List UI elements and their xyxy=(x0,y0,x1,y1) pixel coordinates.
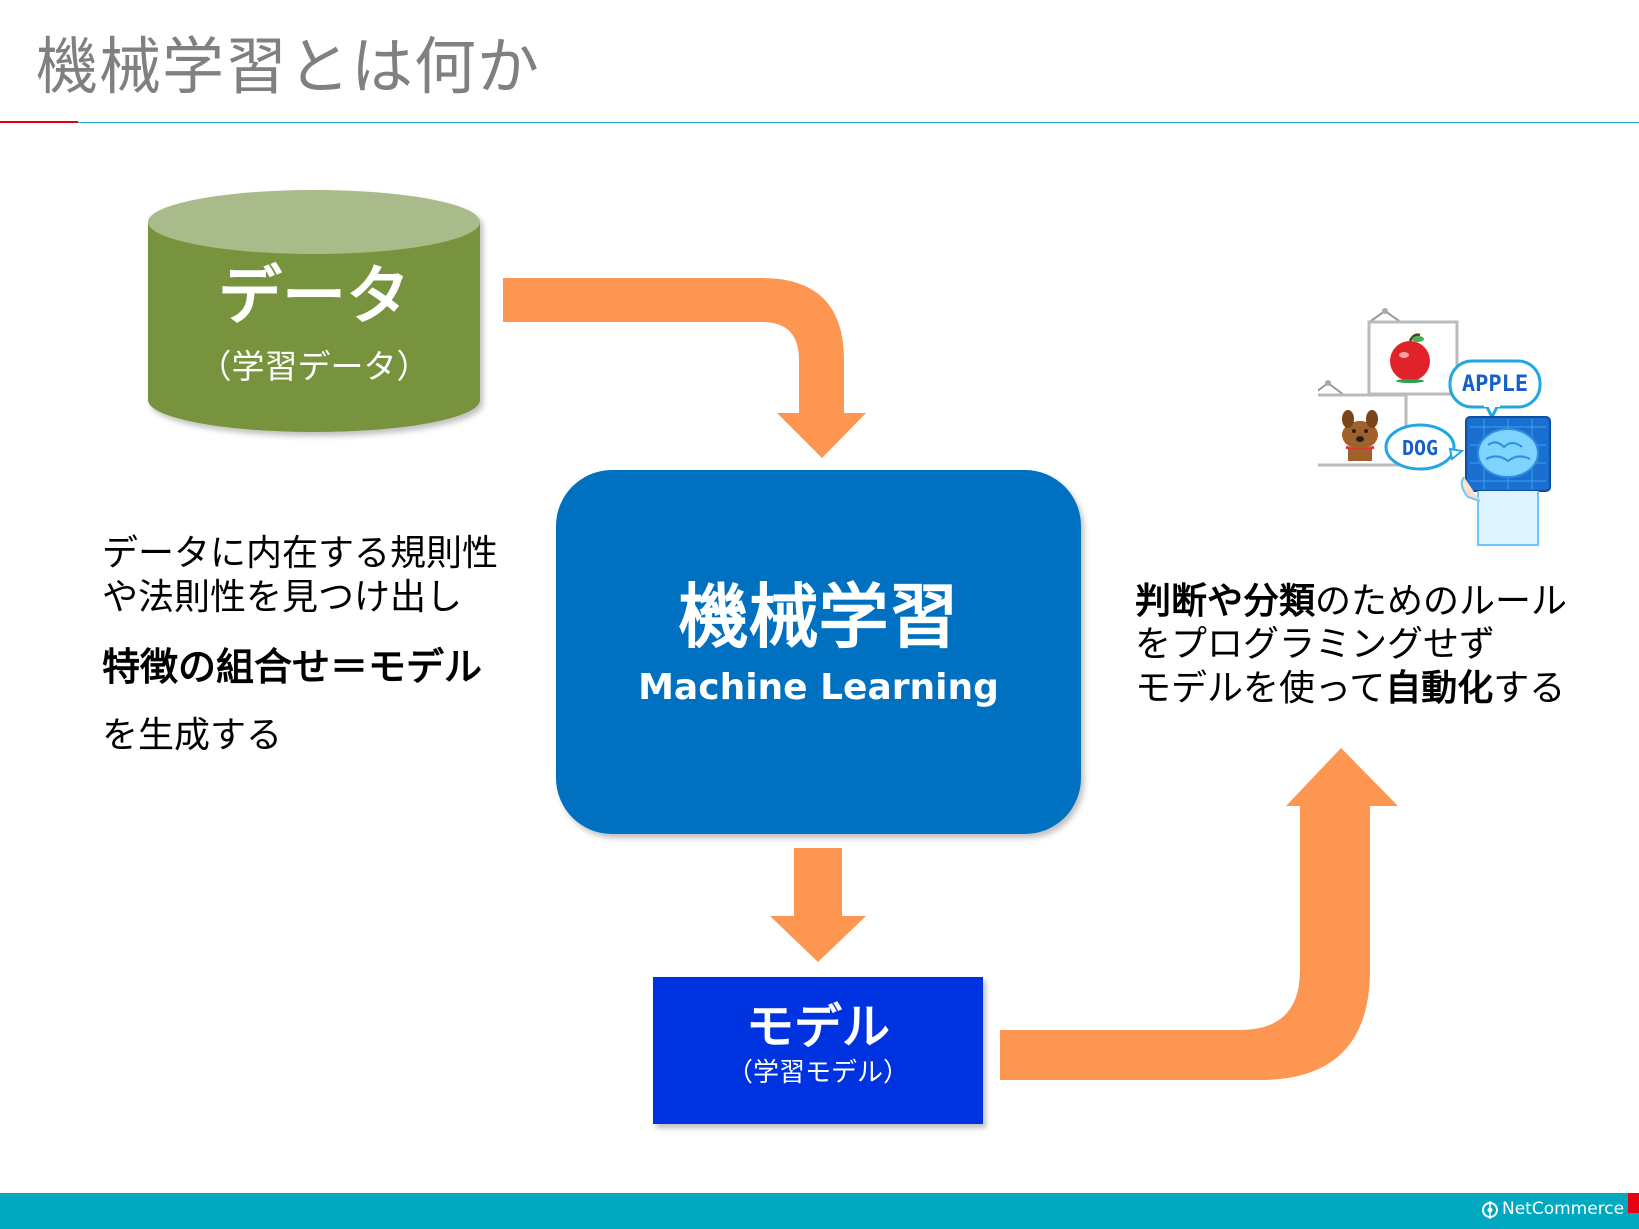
footer-brand-name: NetCommerce xyxy=(1502,1199,1625,1219)
robot-body xyxy=(1460,476,1539,546)
apple-speech-bubble: APPLE xyxy=(1448,359,1542,421)
left-description-emphasis: 特徴の組合せ＝モデル xyxy=(102,645,483,689)
right-description-line: をプログラミングせず xyxy=(1135,624,1496,665)
apple-picture-frame xyxy=(1367,308,1459,396)
left-description-line: を生成する xyxy=(102,715,283,756)
footer-bar xyxy=(0,1193,1639,1229)
ai-screen xyxy=(1465,416,1551,492)
dog-speech-bubble: DOG xyxy=(1384,423,1465,471)
left-description-line: データに内在する規則性 xyxy=(102,533,499,574)
dog-icon xyxy=(1342,410,1378,461)
left-description-line: や法則性を見つけ出し xyxy=(102,577,463,618)
machine-learning-box xyxy=(556,470,1081,834)
apple-icon xyxy=(1390,333,1430,383)
arrow-ml-to-model xyxy=(770,848,866,962)
footer-accent xyxy=(1628,1193,1639,1213)
dog-picture-frame xyxy=(1318,380,1408,467)
right-description-text: する xyxy=(1493,668,1566,709)
arrow-model-to-output xyxy=(1000,748,1398,1080)
machine-learning-label: 機械学習 xyxy=(678,576,959,658)
right-description-line: 判断や分類のためのルール xyxy=(1135,584,1567,620)
title-underline-accent xyxy=(0,121,78,123)
model-box xyxy=(653,977,983,1124)
model-sublabel: （学習モデル） xyxy=(726,1058,909,1088)
netcommerce-logo-icon xyxy=(1482,1201,1498,1219)
right-description-bold: 判断や分類 xyxy=(1135,581,1316,622)
data-sublabel: （学習データ） xyxy=(198,347,430,386)
dog-bubble-text: DOG xyxy=(1402,436,1438,460)
title-underline xyxy=(78,122,1639,123)
ai-recognition-illustration: APPLE DOG xyxy=(1318,308,1551,546)
apple-bubble-text: APPLE xyxy=(1462,372,1528,397)
right-description-bold: 自動化 xyxy=(1385,668,1494,709)
brain-icon xyxy=(1477,428,1539,478)
machine-learning-sublabel: Machine Learning xyxy=(638,667,999,708)
model-label: モデル xyxy=(745,999,890,1055)
right-description-text: モデルを使って xyxy=(1135,668,1386,709)
slide-title: 機械学習とは何か xyxy=(36,30,541,103)
right-description-line: モデルを使って自動化する xyxy=(1135,671,1565,707)
data-label: データ xyxy=(218,260,410,334)
data-cylinder xyxy=(148,190,480,432)
right-description-text: のためのルール xyxy=(1315,581,1568,622)
arrow-data-to-ml xyxy=(503,278,866,458)
